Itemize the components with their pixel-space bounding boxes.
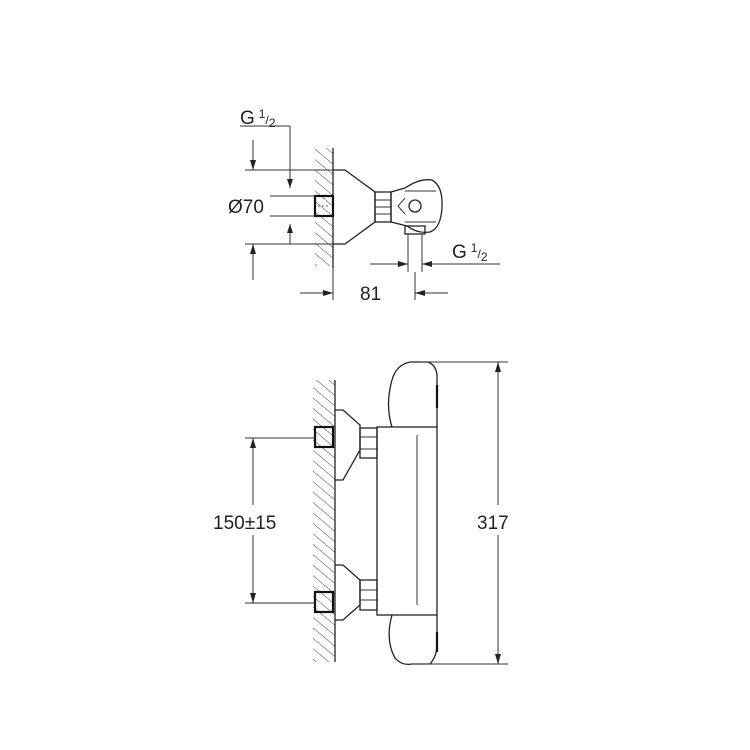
temperature-handle [387,361,438,428]
front-view: 150±15 317 [213,361,509,666]
label-height: 317 [477,513,509,534]
handle-knob-top [408,199,422,213]
wall-hatch-front [313,380,335,662]
inlet-fitting-top [313,194,335,218]
flange-lower [335,564,361,621]
inlet-fitting-lower [313,590,335,614]
label-inlet-centers: 150±15 [213,513,276,534]
flange-top [333,169,376,245]
label-diameter: Ø70 [228,197,264,218]
mixer-body-top [390,179,443,234]
inlet-fitting-upper [313,425,335,449]
flow-handle [388,614,438,666]
flange-upper [335,409,361,481]
mixer-body-front [376,426,438,616]
wall-hatch-top [315,148,333,266]
label-projection: 81 [360,284,381,305]
